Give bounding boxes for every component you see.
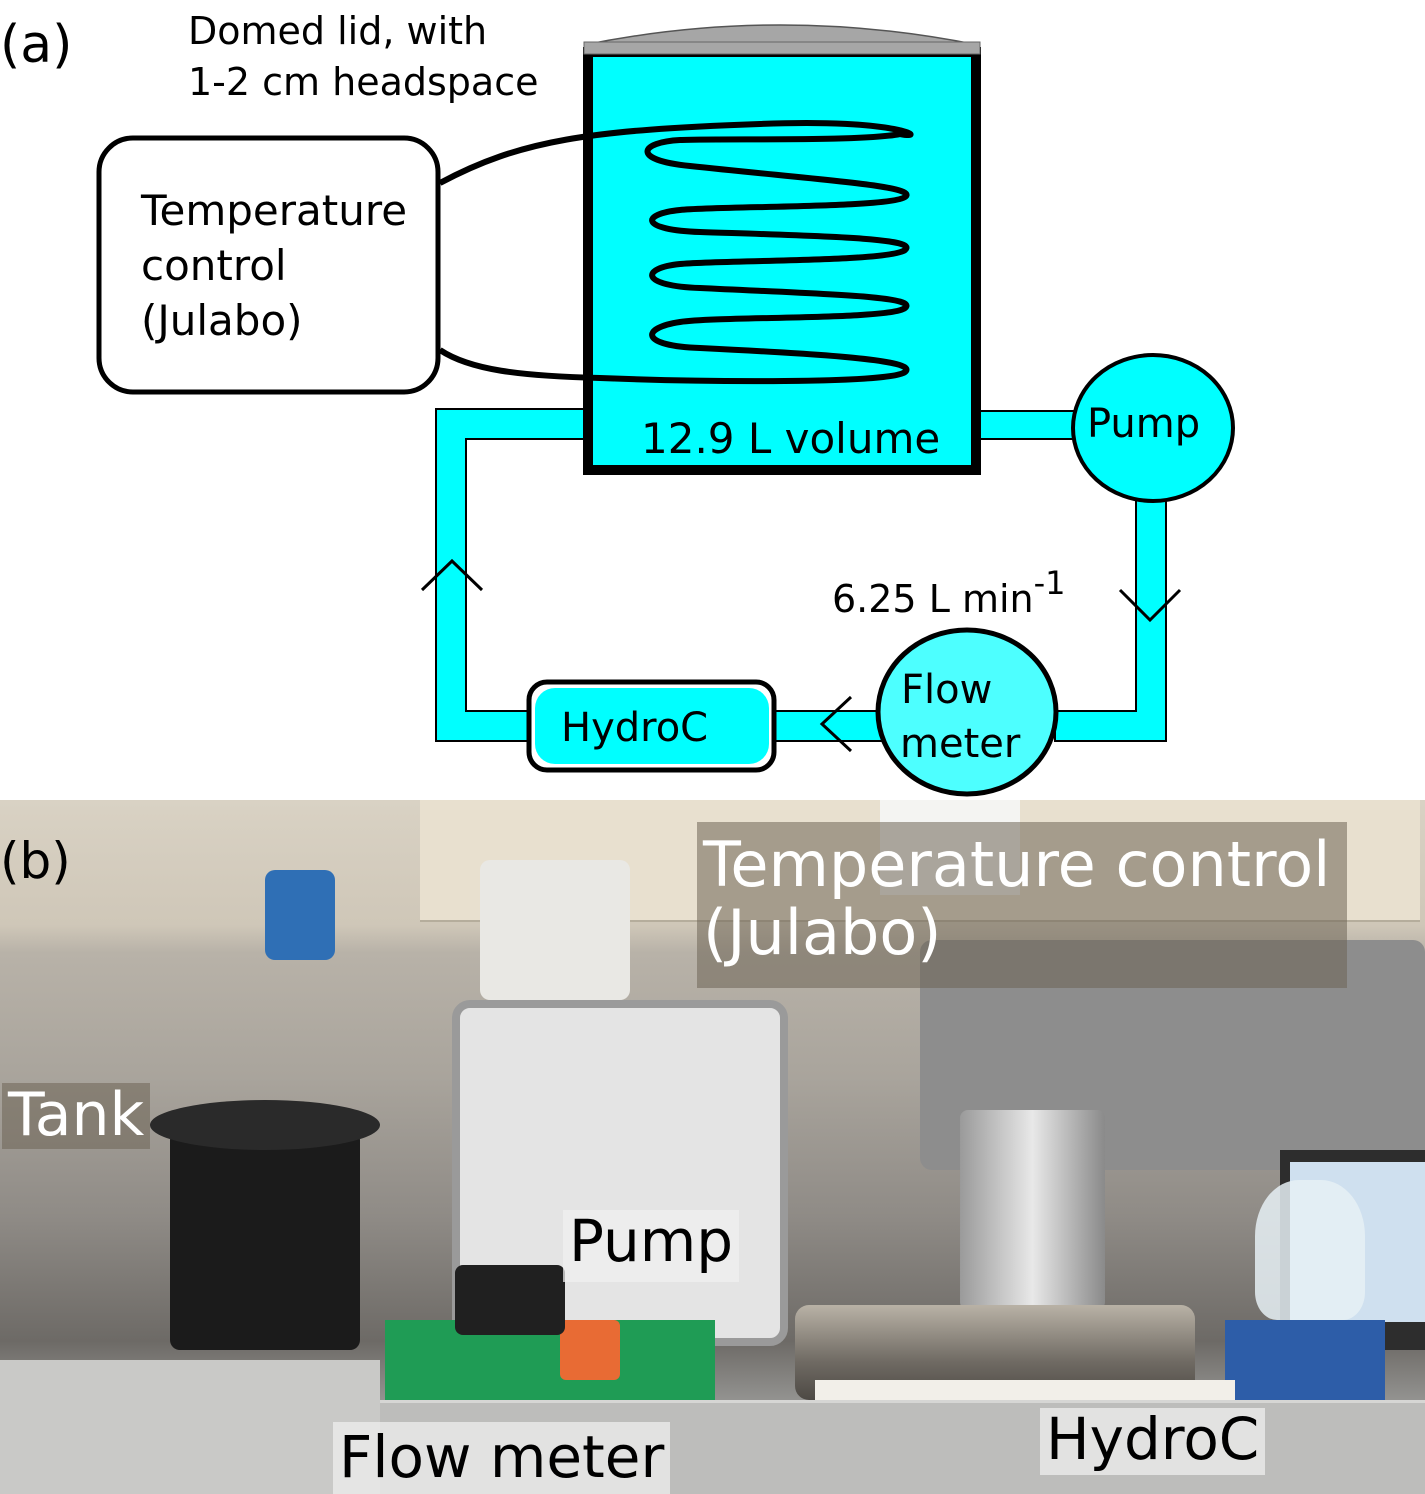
photo-label-flow-meter: Flow meter: [333, 1422, 671, 1494]
photo-label-tank: Tank: [2, 1083, 151, 1149]
tank-photo: [170, 1120, 360, 1350]
water-filter: [265, 870, 335, 960]
heat-exchanger-coil: [438, 119, 914, 385]
flask: [1255, 1180, 1365, 1320]
temperature-control-box: [96, 135, 441, 395]
magnetic-stirrer: [1225, 1320, 1385, 1400]
panel-a-label: (a): [0, 15, 72, 75]
domed-lid: [583, 24, 979, 46]
sink: [0, 1360, 380, 1494]
pump-label: Pump: [1087, 401, 1200, 447]
flow-rate-value: 6.25 L min: [832, 577, 1034, 621]
flow-rate-label: 6.25 L min-1: [832, 564, 1066, 621]
flow-arrow-left-icon: [819, 695, 853, 753]
flow-meter-circle: [875, 627, 1059, 797]
photo-label-temperature-control: Temperature control (Julabo): [697, 822, 1347, 988]
stainless-pot: [960, 1110, 1105, 1310]
green-towel: [385, 1320, 715, 1410]
photo-label-temperature-control-line2: (Julabo): [703, 896, 942, 969]
flow-meter-photo: [560, 1320, 620, 1380]
flow-arrow-down-icon: [1118, 588, 1182, 623]
tank-lid-photo: [150, 1100, 380, 1150]
tank-volume-label: 12.9 L volume: [641, 414, 940, 463]
photo-label-temperature-control-line1: Temperature control: [703, 828, 1331, 901]
temperature-control-line3: (Julabo): [141, 296, 303, 345]
flow-rate-exponent: -1: [1034, 564, 1066, 602]
tank-vessel: [583, 24, 981, 475]
hydroc-label: HydroC: [561, 705, 708, 751]
julabo-head: [480, 860, 630, 1000]
pump-circle: [1071, 353, 1235, 503]
temperature-control-line1: Temperature: [140, 186, 407, 235]
flow-meter-line2: meter: [900, 721, 1021, 767]
flow-meter-line1: Flow: [901, 667, 992, 713]
lab-setup-photo: (b) Temperature control (Julabo) Tank Pu…: [0, 800, 1425, 1494]
panel-b-label: (b): [0, 832, 71, 890]
lid-note-line2: 1-2 cm headspace: [188, 60, 538, 104]
flow-arrow-up-icon: [420, 558, 484, 592]
temperature-control-line2: control: [141, 241, 287, 290]
lid-note-line1: Domed lid, with: [188, 9, 487, 53]
photo-label-pump: Pump: [563, 1210, 740, 1282]
pipe-flowmeter-to-hydroc: [771, 710, 883, 742]
photo-label-hydroc: HydroC: [1040, 1408, 1266, 1475]
pipe-tank-to-pump: [977, 410, 1079, 440]
pump-photo: [455, 1265, 565, 1335]
schematic-diagram: Temperature control (Julabo) Pump Flow m…: [0, 9, 1235, 797]
